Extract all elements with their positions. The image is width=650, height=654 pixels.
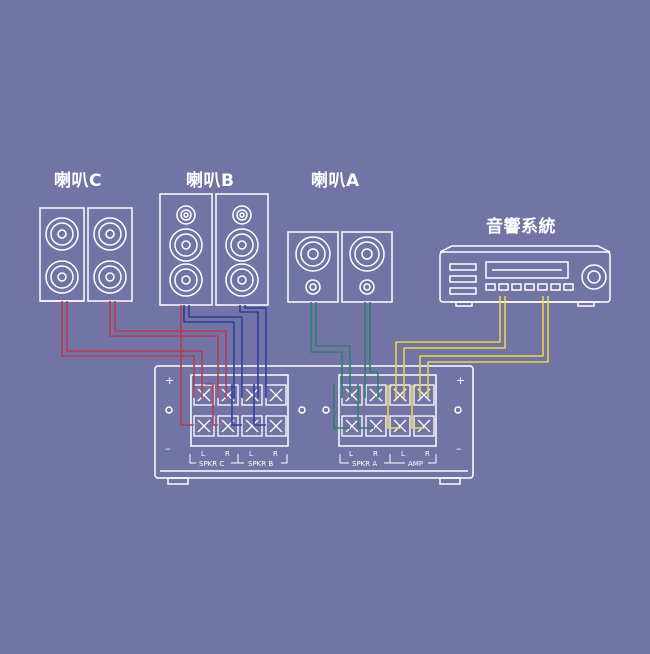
speaker-b-left <box>159 193 213 306</box>
minus-sign-left: – <box>165 442 171 455</box>
wire-speaker-a <box>310 302 343 398</box>
wire-speaker-c <box>205 383 218 426</box>
switch-box-labels: + + – – L R L R L R L R SPKR C SPKR B SP… <box>165 374 465 468</box>
plus-sign-left: + <box>165 374 174 387</box>
wire-speaker-b <box>188 305 243 398</box>
wire-amp <box>411 385 424 429</box>
wire-speaker-b <box>239 305 259 398</box>
label-l: L <box>349 450 353 458</box>
label-l: L <box>401 450 405 458</box>
label-speaker-a: 喇叭A <box>311 171 360 191</box>
wire-amp <box>427 296 549 398</box>
wire-speaker-b <box>183 305 235 398</box>
speaker-switch-box <box>154 365 474 485</box>
wire-speaker-c <box>180 305 194 426</box>
wire-speaker-b <box>253 384 266 426</box>
wire-speaker-b <box>244 305 267 398</box>
label-r: R <box>425 450 430 458</box>
wire-speaker-a <box>315 302 351 398</box>
wire-speaker-b <box>231 384 242 426</box>
terminal-clip <box>389 384 411 406</box>
wire-speaker-a <box>369 302 379 398</box>
label-speaker-b: 喇叭B <box>186 171 235 191</box>
terminal-clip <box>265 384 287 406</box>
speaker-a-left <box>287 231 339 303</box>
terminal-clip <box>413 415 435 437</box>
label-r: R <box>273 450 278 458</box>
wire-amp <box>395 296 501 398</box>
wire-speaker-a <box>357 384 374 429</box>
terminal-clip <box>365 384 387 406</box>
plus-sign-right: + <box>456 374 465 387</box>
terminal-clip <box>413 384 435 406</box>
terminal-clip <box>389 415 411 437</box>
speaker-c-left <box>39 207 85 302</box>
audio-receiver <box>439 245 611 307</box>
terminal-clip <box>217 415 239 437</box>
label-audio-system: 音響系統 <box>486 217 556 237</box>
terminal-clip <box>341 384 363 406</box>
wire-amp <box>403 296 506 398</box>
terminal-clip <box>341 415 363 437</box>
terminal-clip <box>217 384 239 406</box>
minus-sign-right: – <box>456 442 462 455</box>
label-spkr-c: SPKR C <box>199 460 224 468</box>
label-spkr-a: SPKR A <box>352 460 377 468</box>
wire-amp <box>387 385 400 429</box>
wire-speaker-c <box>66 301 203 398</box>
label-r: R <box>373 450 378 458</box>
label-r: R <box>225 450 230 458</box>
speaker-c-right <box>87 207 133 302</box>
terminal-clip <box>265 415 287 437</box>
label-speaker-c: 喇叭C <box>54 171 102 191</box>
label-l: L <box>201 450 205 458</box>
terminal-clip <box>365 415 387 437</box>
speaker-a-right <box>341 231 393 303</box>
label-brackets <box>189 454 437 464</box>
wire-speaker-c <box>61 301 195 398</box>
wire-amp <box>419 296 544 398</box>
wires <box>61 296 549 429</box>
label-l: L <box>249 450 253 458</box>
terminal-clip <box>193 415 215 437</box>
wire-speaker-c <box>109 301 219 398</box>
wire-speaker-a <box>333 384 350 429</box>
wire-speaker-c <box>114 301 227 398</box>
speaker-b-right <box>215 193 269 306</box>
terminal-clip <box>241 415 263 437</box>
label-spkr-b: SPKR B <box>248 460 273 468</box>
terminal-blocks <box>193 384 435 437</box>
terminal-clip <box>241 384 263 406</box>
terminal-clip <box>193 384 215 406</box>
label-amp: AMP <box>408 460 423 468</box>
